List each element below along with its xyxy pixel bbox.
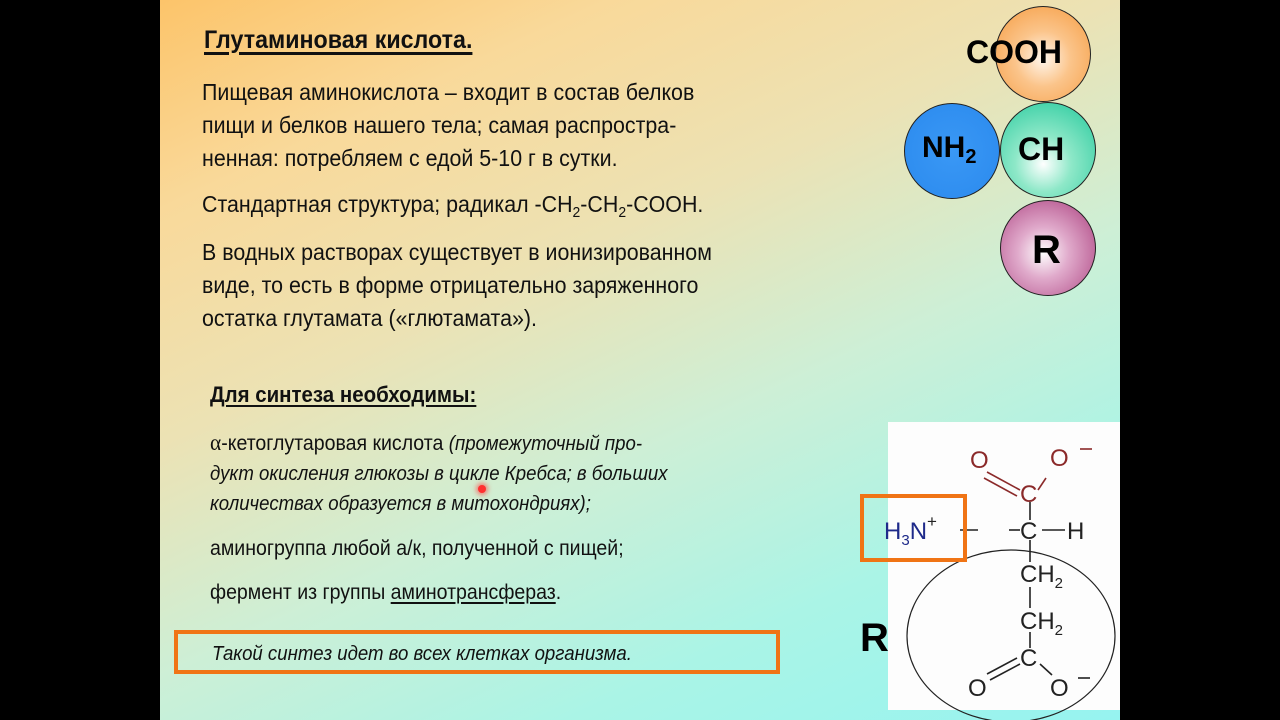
paragraph-line: виде, то есть в форме отрицательно заряж…	[202, 272, 699, 298]
synthesis-item-enzyme: фермент из группы аминотрансфераз.	[210, 578, 561, 608]
atom-c-side-carboxyl: C	[1020, 645, 1037, 672]
alpha-symbol: α	[210, 430, 222, 455]
nh2-ball	[904, 103, 1000, 199]
cooh-ball	[995, 6, 1091, 102]
glutamate-structure-image	[888, 422, 1120, 710]
subscript: 2	[1055, 575, 1063, 592]
nh2-label: NH2	[922, 131, 976, 169]
subscript: 2	[618, 204, 627, 221]
paragraph-line: В водных растворах существует в ионизиро…	[202, 239, 712, 265]
subscript: 3	[901, 532, 909, 549]
formula-suffix: -COOH.	[626, 191, 704, 217]
item-note: количествах образуется в митохондриях);	[210, 493, 591, 515]
formula-mid: -CH	[580, 191, 619, 217]
synthesis-heading: Для синтеза необходимы:	[210, 382, 477, 407]
ch-label: CH	[1018, 131, 1065, 167]
formula-prefix: Стандартная структура; радикал -CH	[202, 191, 573, 217]
note-highlight-box	[174, 630, 780, 674]
plus-charge: +	[927, 512, 937, 531]
item-text: фермент из группы	[210, 581, 391, 604]
amine-highlight-box	[860, 494, 967, 562]
subscript: 2	[572, 204, 581, 221]
r-label: R	[1032, 228, 1061, 272]
ch-text: CH	[1020, 608, 1055, 635]
synthesis-item-ketoglutarate: α-кетоглутаровая кислота (промежуточный …	[210, 428, 668, 519]
paragraph-structure: Стандартная структура; радикал -CH2-CH2-…	[202, 188, 703, 221]
subscript: 2	[1055, 622, 1063, 639]
nh-text: NH	[922, 131, 966, 164]
cooh-label: COOH	[966, 34, 1062, 70]
radical-r-label: R	[860, 616, 889, 660]
paragraph-ionized: В водных растворах существует в ионизиро…	[202, 236, 712, 335]
paragraph-line: остатка глутамата («глютамата»).	[202, 305, 537, 331]
paragraph-food-amino-acid: Пищевая аминокислота – входит в состав б…	[202, 76, 694, 175]
synthesis-item-amino-group: аминогруппа любой а/к, полученной с пище…	[210, 537, 624, 560]
item-text: .	[555, 581, 562, 604]
atom-o-minus: O	[1050, 675, 1069, 702]
note-text: Такой синтез идет во всех клетках органи…	[212, 643, 632, 665]
amine-h: H	[884, 518, 901, 545]
slide: Глутаминовая кислота. Пищевая аминокисло…	[160, 0, 1120, 720]
amine-n: N	[910, 518, 927, 545]
atom-ch2: CH2	[1020, 608, 1063, 639]
item-note: дукт окисления глюкозы в цикле Кребса; в…	[210, 463, 668, 485]
atom-ch2: CH2	[1020, 561, 1063, 592]
subscript: 2	[965, 146, 977, 168]
paragraph-line: ненная: потребляем с едой 5-10 г в сутки…	[202, 145, 618, 171]
aminotransferase-link[interactable]: аминотрансфераз	[390, 581, 556, 604]
paragraph-line: пищи и белков нашего тела; самая распрос…	[202, 112, 677, 138]
r-ball	[1000, 200, 1096, 296]
atom-c-alpha: C	[1020, 518, 1037, 545]
atom-h: H	[1067, 518, 1084, 545]
amine-group: H3N+	[884, 512, 937, 549]
atom-o: O	[970, 447, 989, 474]
glutamate-structure-drawing: O O C C H CH2 CH2 C O O H3N+ R	[860, 445, 1116, 720]
atom-o: O	[968, 675, 987, 702]
ch-ball	[1000, 102, 1096, 198]
atom-c-carboxyl: C	[1020, 481, 1037, 508]
item-note: (промежуточный про-	[448, 433, 643, 455]
atom-o-minus: O	[1050, 445, 1069, 472]
paragraph-line: Пищевая аминокислота – входит в состав б…	[202, 79, 695, 105]
slide-title: Глутаминовая кислота.	[204, 26, 473, 54]
ch-text: CH	[1020, 561, 1055, 588]
laser-pointer-cursor	[478, 485, 486, 493]
item-text: -кетоглутаровая кислота	[221, 432, 449, 455]
